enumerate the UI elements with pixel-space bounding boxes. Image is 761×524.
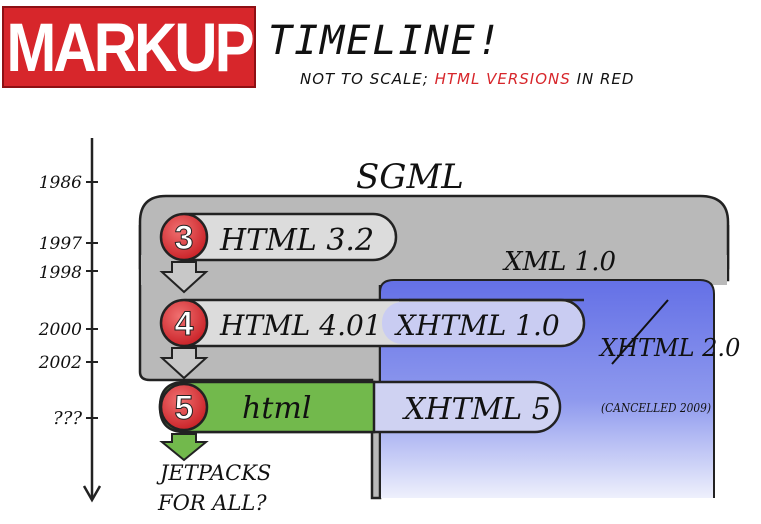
- markup-logo: MARKUP: [2, 6, 256, 88]
- label-xml: XML 1.0: [502, 247, 616, 277]
- number-html5: 5: [175, 389, 194, 427]
- label-sgml: SGML: [356, 157, 464, 197]
- subtitle-part2: VERSIONS: [480, 70, 571, 88]
- number-html401: 4: [175, 305, 194, 343]
- label-html5: html: [242, 391, 311, 426]
- subtitle: NOT TO SCALE; HTML VERSIONS IN RED: [300, 70, 634, 88]
- subtitle-part1: NOT TO SCALE;: [300, 70, 435, 88]
- arrow-3-to-4: [159, 261, 209, 294]
- footer-line2: FOR ALL?: [157, 491, 267, 515]
- arrow-5-to-future: [159, 433, 209, 462]
- footer-line1: JETPACKS: [156, 461, 271, 485]
- circle-html5: [159, 382, 209, 432]
- xhtml10-bubble: [382, 302, 582, 344]
- label-html32: HTML 3.2: [219, 223, 374, 258]
- number-html32: 3: [175, 219, 194, 257]
- year-ticks: [86, 181, 98, 419]
- label-html401: HTML 4.01: [219, 309, 382, 342]
- subtitle-red: HTML: [434, 70, 481, 88]
- subtitle-part3: IN RED: [570, 70, 635, 88]
- arrow-4-to-5: [159, 347, 209, 380]
- xhtml20-strike: [611, 299, 669, 365]
- label-xhtml20-note: (CANCELLED 2009): [601, 401, 711, 415]
- page-title: TIMELINE!: [268, 18, 503, 64]
- logo-text: MARKUP: [6, 8, 254, 86]
- year-unknown: ???: [53, 408, 82, 429]
- year-1998: 1998: [39, 263, 82, 283]
- label-xhtml10: XHTML 1.0: [394, 309, 560, 342]
- year-2000: 2000: [38, 320, 82, 340]
- label-xhtml5: XHTML 5: [402, 392, 551, 427]
- year-1997: 1997: [39, 234, 82, 254]
- year-2002: 2002: [38, 353, 82, 373]
- year-1986: 1986: [39, 173, 82, 193]
- timeline-arrowhead: [82, 485, 102, 503]
- circle-html32: [159, 212, 209, 262]
- label-xhtml20: XHTML 2.0: [598, 334, 740, 362]
- circle-html401: [159, 298, 209, 348]
